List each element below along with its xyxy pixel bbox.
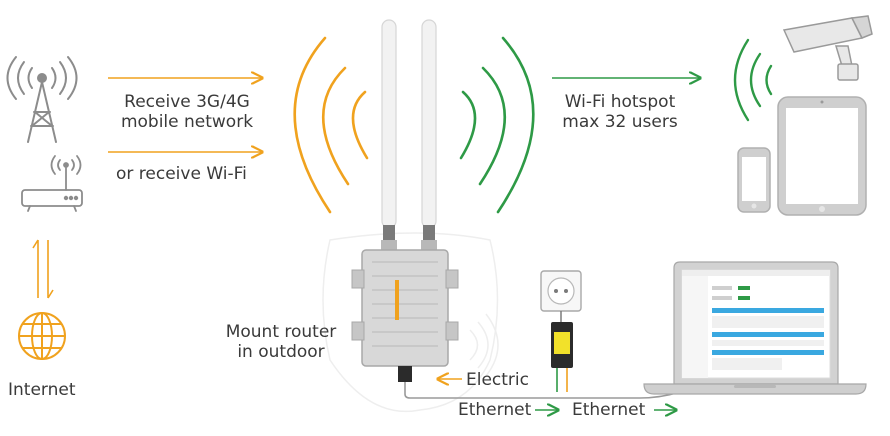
up-down-arrows-icon: [32, 239, 54, 299]
antenna-right: [421, 19, 437, 250]
mount-router-line-1: Mount router: [225, 322, 337, 342]
power-socket-icon: [540, 270, 582, 312]
hotspot-line-2: max 32 users: [562, 112, 678, 132]
internet-label: Internet: [8, 380, 76, 400]
receive-wifi-label: or receive Wi-Fi: [116, 164, 247, 184]
receive-mobile-line-2: mobile network: [120, 112, 254, 132]
outdoor-router-icon: [351, 249, 459, 382]
green-signal-arcs: [459, 36, 535, 214]
smartphone-icon: [737, 147, 771, 213]
electric-label: Electric: [466, 370, 529, 390]
ethernet-label-1: Ethernet: [458, 400, 532, 420]
watermark-shape: [322, 232, 499, 413]
globe-icon: [18, 312, 66, 360]
mount-router-label: Mount router in outdoor: [216, 322, 346, 362]
cell-tower-icon: [6, 56, 78, 143]
laptop-icon: [643, 261, 867, 395]
poe-injector-icon: [551, 322, 573, 392]
receive-mobile-label: Receive 3G/4G mobile network: [112, 92, 262, 132]
receive-mobile-line-1: Receive 3G/4G: [124, 92, 250, 112]
mount-router-line-2: in outdoor: [237, 342, 325, 362]
antenna-left: [381, 19, 397, 250]
hotspot-line-1: Wi-Fi hotspot: [564, 92, 676, 112]
security-camera-icon: [782, 15, 873, 81]
hotspot-label: Wi-Fi hotspot max 32 users: [550, 92, 690, 132]
tablet-icon: [777, 96, 867, 216]
wifi-router-icon: [21, 155, 83, 212]
device-signal-arcs: [733, 38, 773, 122]
orange-signal-arcs: [293, 36, 369, 214]
ethernet-cable: [404, 382, 681, 399]
ethernet-label-2: Ethernet: [572, 400, 646, 420]
